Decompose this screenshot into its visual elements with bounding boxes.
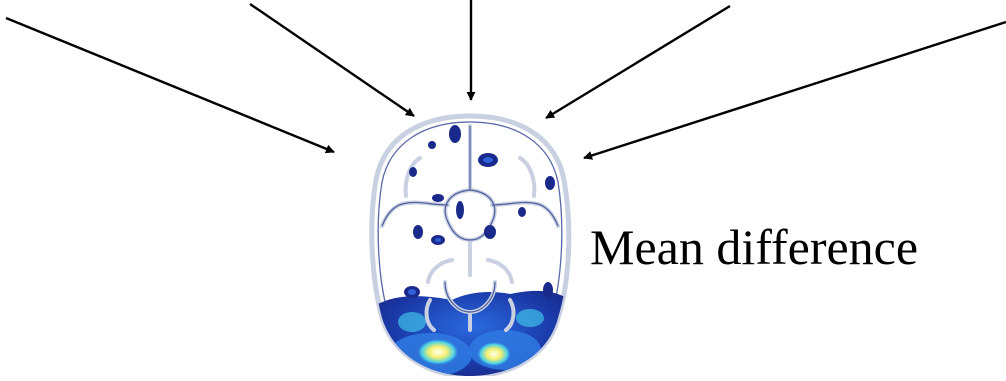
brain-scan-image bbox=[372, 116, 570, 376]
arrow-4 bbox=[546, 6, 730, 118]
mean-difference-label: Mean difference bbox=[590, 222, 918, 272]
arrow-1 bbox=[6, 18, 334, 152]
arrow-2 bbox=[250, 4, 414, 116]
arrow-5 bbox=[584, 22, 1006, 158]
